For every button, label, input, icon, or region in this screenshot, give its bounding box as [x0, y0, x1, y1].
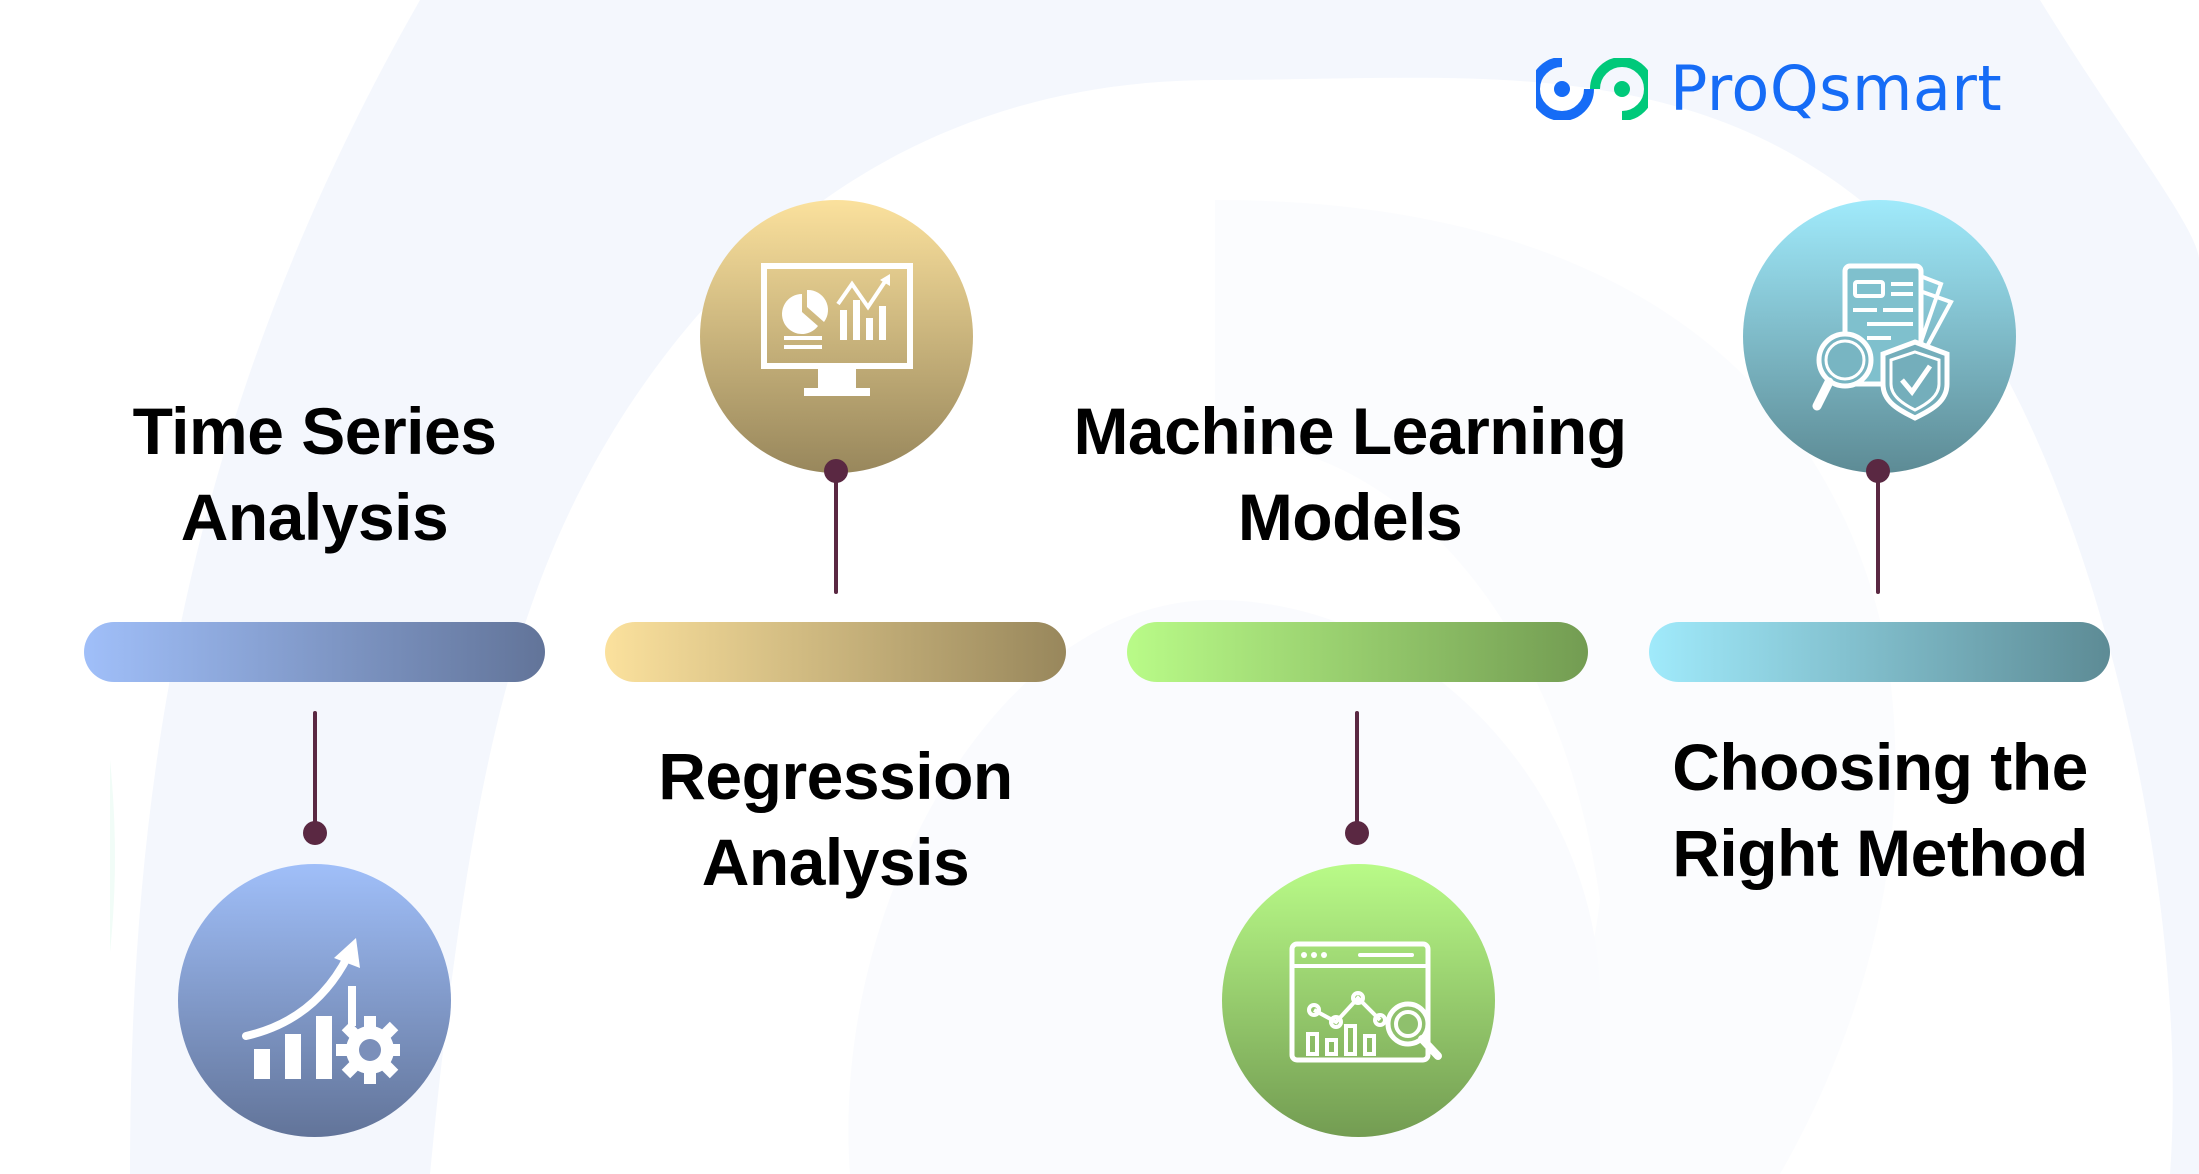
step-1-title: Time Series Analysis — [84, 388, 545, 560]
step-3-connector-dot — [1345, 821, 1369, 845]
step-4-title-line-1: Choosing the — [1672, 730, 2088, 804]
step-1-bar — [84, 622, 545, 682]
step-2-title-line-2: Analysis — [701, 825, 970, 899]
brand-name: ProQsmart — [1670, 52, 2003, 125]
step-3-bar — [1127, 622, 1588, 682]
step-2-bar — [605, 622, 1066, 682]
step-3-connector-line — [1355, 711, 1359, 833]
step-1-connector-dot — [303, 821, 327, 845]
step-2-title: Regression Analysis — [605, 733, 1066, 905]
step-2-icon-circle — [700, 200, 973, 473]
step-2-connector-line — [834, 471, 838, 594]
document-search-shield-icon — [1812, 263, 1954, 421]
step-3-title-line-2: Models — [1237, 480, 1463, 554]
step-1-icon-circle — [178, 864, 451, 1137]
step-3-title: Machine Learning Models — [1000, 388, 1700, 560]
growth-chart-gear-icon — [241, 937, 400, 1084]
step-2-title-line-1: Regression — [658, 739, 1013, 813]
step-3-title-line-1: Machine Learning — [1073, 394, 1627, 468]
monitor-analytics-icon — [760, 262, 913, 396]
proqsmart-mark-icon — [1536, 58, 1648, 120]
browser-chart-search-icon — [1289, 941, 1442, 1062]
step-1-title-line-2: Analysis — [180, 480, 449, 554]
step-4-connector-line — [1876, 471, 1880, 594]
step-4-bar — [1649, 622, 2110, 682]
step-3-icon-circle — [1222, 864, 1495, 1137]
step-1-title-line-1: Time Series — [132, 394, 497, 468]
brand-logo: ProQsmart — [1536, 52, 2002, 126]
step-4-title-line-2: Right Method — [1672, 816, 2088, 890]
step-4-title: Choosing the Right Method — [1620, 724, 2140, 896]
step-1-connector-line — [313, 711, 317, 833]
step-4-icon-circle — [1743, 200, 2016, 473]
